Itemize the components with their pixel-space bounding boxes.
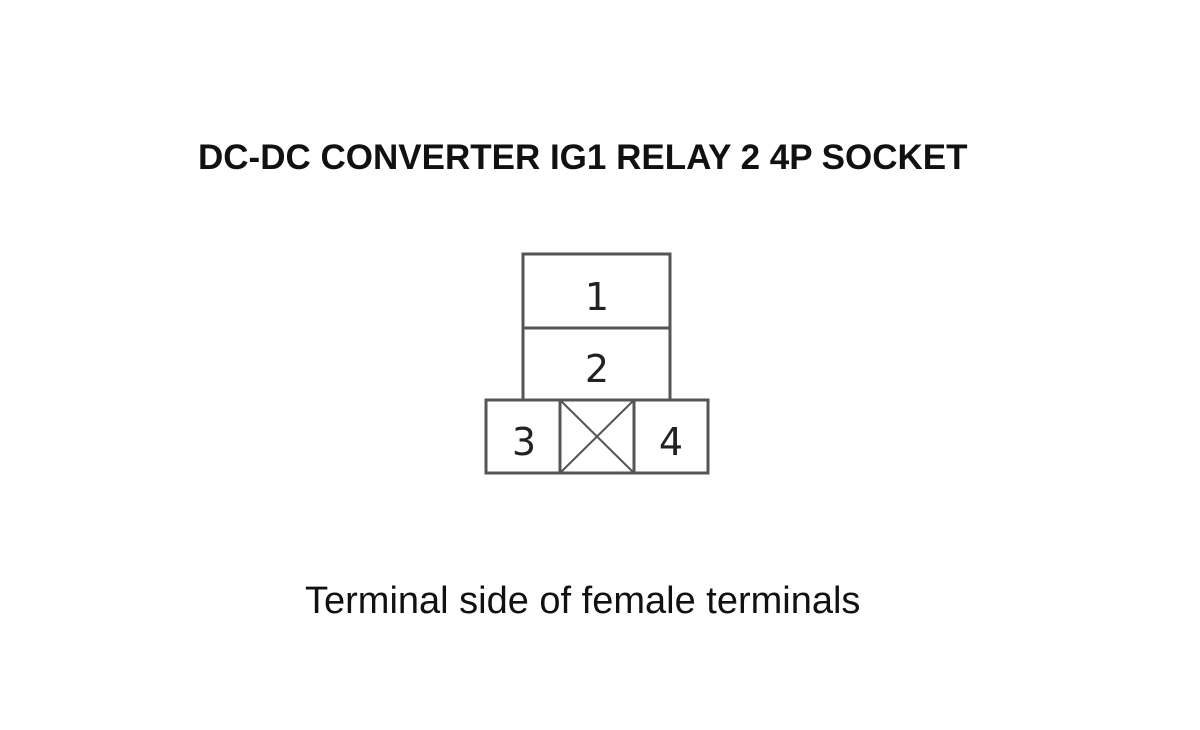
terminal-4-label: 4 [659,420,683,464]
terminal-3-label: 3 [512,420,536,464]
blank-cavity-cross-icon [559,399,635,474]
diagram-title: DC-DC CONVERTER IG1 RELAY 2 4P SOCKET [198,138,968,177]
terminal-1-label: 1 [585,275,609,319]
view-caption: Terminal side of female terminals [305,580,861,622]
lower-housing-outline [484,398,710,475]
terminal-2-label: 2 [585,347,609,391]
